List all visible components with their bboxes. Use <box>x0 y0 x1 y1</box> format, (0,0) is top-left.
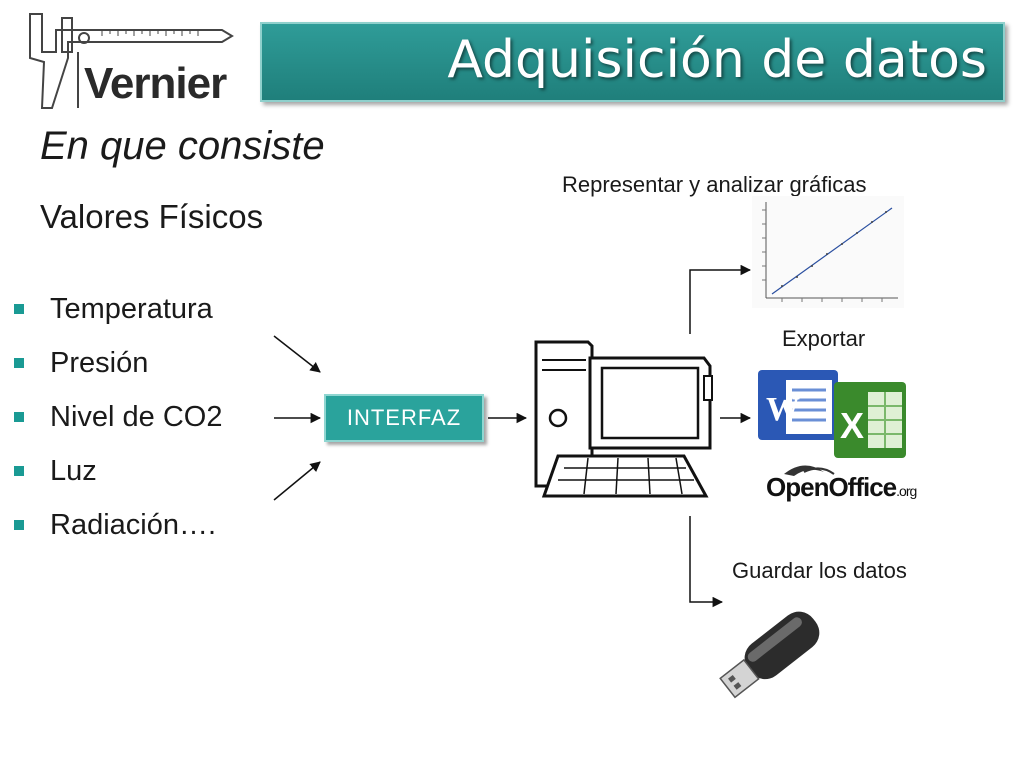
page-title: Adquisición de datos <box>447 30 987 90</box>
list-item-label: Temperatura <box>50 292 213 325</box>
list-item-label: Presión <box>50 346 149 379</box>
openoffice-name: OpenOffice <box>766 472 897 502</box>
word-icon: W <box>756 366 840 444</box>
list-item: Luz <box>14 444 222 498</box>
bullet-square-icon <box>14 466 24 476</box>
arrow-computer-to-usb <box>689 506 724 608</box>
title-banner: Adquisición de datos <box>260 22 1005 102</box>
svg-text:X: X <box>840 405 864 446</box>
excel-icon: X <box>832 380 908 460</box>
list-item: Radiación…. <box>14 498 222 552</box>
vernier-logo <box>22 12 254 112</box>
export-label: Exportar <box>782 326 866 351</box>
openoffice-logo <box>764 464 914 504</box>
list-item: Temperatura <box>14 282 222 336</box>
openoffice-suffix: .org <box>896 483 917 499</box>
interface-box: INTERFAZ <box>324 394 484 442</box>
graph-label: Representar y analizar gráficas <box>562 172 867 197</box>
subtitle: En que consiste <box>40 124 325 168</box>
section-heading: Valores Físicos <box>40 198 264 235</box>
list-item-label: Luz <box>50 454 97 487</box>
bullet-square-icon <box>14 304 24 314</box>
bullet-square-icon <box>14 358 24 368</box>
bullet-square-icon <box>14 520 24 530</box>
physical-values-list: Temperatura Presión Nivel de CO2 Luz Rad… <box>14 282 222 552</box>
list-item: Presión <box>14 336 222 390</box>
openoffice-wordmark: OpenOffice.org <box>766 472 917 503</box>
svg-text:W: W <box>766 391 800 428</box>
save-label: Guardar los datos <box>732 558 907 583</box>
list-item-label: Radiación…. <box>50 508 217 541</box>
graph-thumbnail <box>752 196 904 308</box>
list-item: Nivel de CO2 <box>14 390 222 444</box>
vernier-wordmark: Vernier <box>84 59 227 108</box>
arrow-computer-to-graph <box>689 264 752 334</box>
list-item-label: Nivel de CO2 <box>50 400 223 433</box>
bullet-square-icon <box>14 412 24 422</box>
arrow-luz-to-interfaz <box>273 461 321 501</box>
usb-drive-icon <box>712 604 832 710</box>
arrow-presion-to-interfaz <box>273 335 321 373</box>
computer-icon <box>528 336 720 516</box>
